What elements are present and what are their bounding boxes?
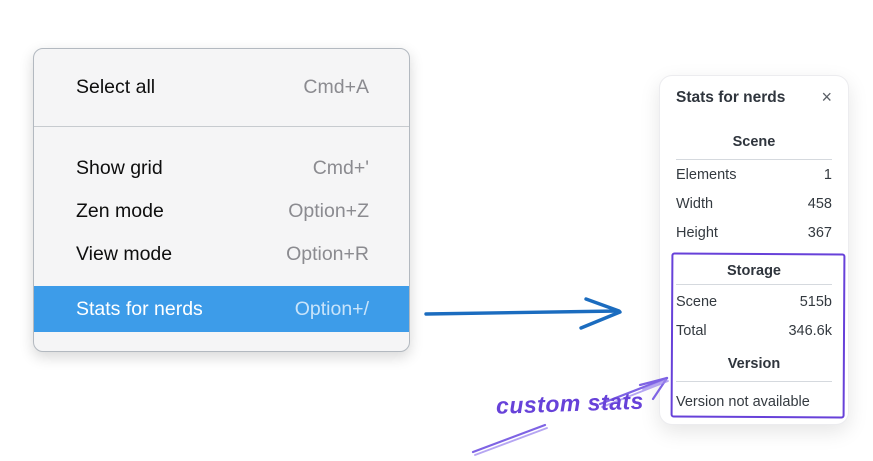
stat-row-scene-storage: Scene 515b (676, 287, 832, 316)
menu-item-view-mode[interactable]: View mode Option+R (34, 233, 409, 276)
menu-item-select-all[interactable]: Select all Cmd+A (34, 49, 409, 126)
stat-value: 346.6k (788, 322, 832, 339)
stat-row-width: Width 458 (676, 189, 832, 218)
menu-item-shortcut: Cmd+A (303, 76, 369, 98)
menu-item-zen-mode[interactable]: Zen mode Option+Z (34, 190, 409, 233)
menu-item-label: Select all (76, 76, 156, 98)
menu-spacer (34, 276, 409, 286)
menu-item-show-grid[interactable]: Show grid Cmd+' (34, 147, 409, 190)
menu-group: Show grid Cmd+' Zen mode Option+Z View m… (34, 127, 409, 332)
context-menu: Select all Cmd+A Show grid Cmd+' Zen mod… (33, 48, 410, 352)
panel-title: Stats for nerds (676, 89, 786, 106)
annotation-label: custom stats (495, 387, 645, 419)
menu-item-shortcut: Cmd+' (312, 157, 369, 179)
stat-row-total-storage: Total 346.6k (676, 316, 832, 345)
stats-panel: Stats for nerds × Scene Elements 1 Width… (659, 75, 849, 425)
stat-value: 458 (807, 195, 832, 212)
stats-panel-header: Stats for nerds × (676, 88, 832, 108)
menu-item-shortcut: Option+/ (294, 297, 369, 320)
menu-item-label: Stats for nerds (76, 297, 203, 320)
section-heading-storage: Storage (727, 263, 781, 279)
menu-item-label: Zen mode (76, 200, 164, 222)
menu-item-shortcut: Option+R (286, 243, 369, 265)
stat-row-height: Height 367 (676, 218, 832, 247)
divider (676, 159, 832, 160)
stat-label: Height (676, 224, 718, 241)
stat-label: Scene (676, 293, 718, 310)
stat-value: 367 (807, 224, 832, 241)
stat-value: 515b (799, 293, 832, 310)
close-icon[interactable]: × (821, 87, 832, 107)
menu-divider (34, 126, 409, 127)
stat-label: Width (676, 195, 714, 212)
divider (676, 381, 832, 382)
stat-label: Total (676, 322, 707, 339)
stat-row-elements: Elements 1 (676, 160, 832, 189)
section-heading-version: Version (727, 356, 781, 372)
divider (676, 284, 832, 285)
annotation-arrow-icon (471, 376, 669, 456)
stat-value: 1 (823, 166, 832, 183)
menu-item-label: Show grid (76, 157, 163, 179)
stat-label: Elements (676, 166, 737, 183)
menu-item-shortcut: Option+Z (288, 200, 369, 222)
menu-item-stats-for-nerds[interactable]: Stats for nerds Option+/ (34, 286, 409, 332)
section-heading-scene: Scene (732, 134, 776, 150)
menu-item-label: View mode (76, 243, 173, 265)
version-note: Version not available (676, 393, 810, 410)
arrow-menu-to-panel-icon (424, 297, 622, 330)
